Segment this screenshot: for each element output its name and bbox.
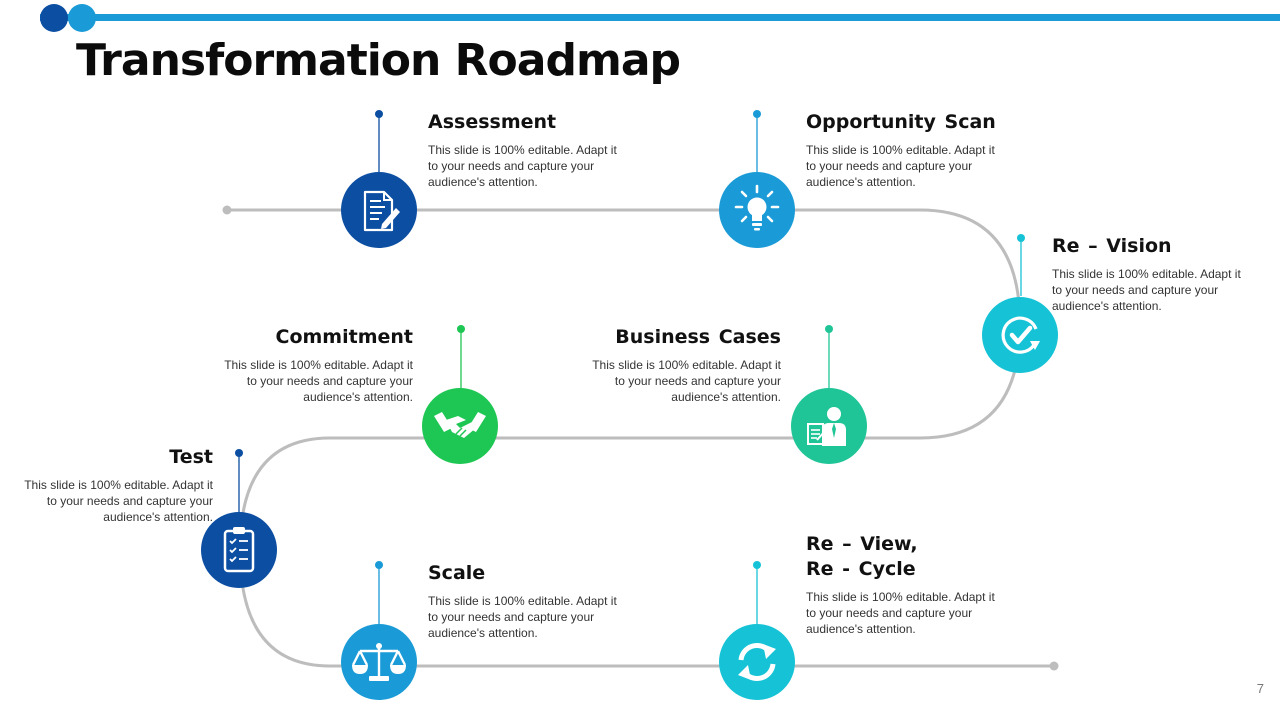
- node-scale: [341, 561, 417, 700]
- milestone-re-vision: Re – Vision This slide is 100% editable.…: [1052, 234, 1280, 314]
- milestone-title: Business Cases: [615, 326, 781, 348]
- milestone-title: Commitment: [275, 326, 413, 348]
- node-opportunity-scan: [719, 110, 795, 248]
- milestone-description: This slide is 100% editable. Adapt it to…: [24, 478, 213, 524]
- handshake-icon: [434, 412, 486, 438]
- clipboard-checklist-icon: [223, 527, 255, 573]
- top-dot-dark: [40, 4, 68, 32]
- milestone-description: This slide is 100% editable. Adapt it to…: [428, 143, 617, 189]
- document-pen-icon: [363, 190, 400, 232]
- path-start-dot: [222, 205, 232, 215]
- milestone-description: This slide is 100% editable. Adapt it to…: [592, 358, 781, 404]
- page-title: Transformation Roadmap: [76, 35, 681, 86]
- node-commitment: [422, 325, 498, 464]
- milestone-title: Assessment: [428, 111, 557, 133]
- milestone-title: Scale: [428, 562, 486, 584]
- top-accent-bar: [40, 14, 1280, 21]
- node-business-cases: [791, 325, 867, 464]
- milestone-opportunity-scan: Opportunity Scan This slide is 100% edit…: [806, 110, 1036, 190]
- path-end-dot: [1049, 661, 1059, 671]
- milestone-title: Test: [169, 446, 213, 468]
- top-decoration: [40, 4, 1280, 32]
- milestone-title: Re – View, Re - Cycle: [806, 533, 918, 580]
- milestone-description: This slide is 100% editable. Adapt it to…: [806, 143, 995, 189]
- milestone-description: This slide is 100% editable. Adapt it to…: [1052, 267, 1241, 313]
- balance-scale-icon: [351, 643, 407, 681]
- milestone-test: Test This slide is 100% editable. Adapt …: [0, 445, 213, 525]
- milestone-scale: Scale This slide is 100% editable. Adapt…: [428, 561, 658, 641]
- milestone-business-cases: Business Cases This slide is 100% editab…: [551, 325, 781, 405]
- node-test: [201, 449, 277, 588]
- node-re-vision: [982, 234, 1058, 373]
- roadmap-path: [225, 208, 1056, 668]
- refresh-icon: [738, 643, 776, 681]
- businessman-icon: [807, 407, 846, 446]
- lightbulb-icon: [734, 184, 780, 231]
- check-cycle-icon: [1001, 316, 1040, 354]
- milestone-description: This slide is 100% editable. Adapt it to…: [428, 594, 617, 640]
- node-re-view-re-cycle: [719, 561, 795, 700]
- milestone-assessment: Assessment This slide is 100% editable. …: [428, 110, 658, 190]
- milestone-description: This slide is 100% editable. Adapt it to…: [224, 358, 413, 404]
- milestone-commitment: Commitment This slide is 100% editable. …: [183, 325, 413, 405]
- milestone-description: This slide is 100% editable. Adapt it to…: [806, 590, 995, 636]
- top-dot-light: [68, 4, 96, 32]
- milestone-title: Opportunity Scan: [806, 111, 996, 133]
- node-assessment: [341, 110, 417, 248]
- milestone-re-view-re-cycle: Re – View, Re - Cycle This slide is 100%…: [806, 532, 1036, 637]
- page-number: 7: [1256, 681, 1264, 696]
- milestone-title: Re – Vision: [1052, 235, 1172, 257]
